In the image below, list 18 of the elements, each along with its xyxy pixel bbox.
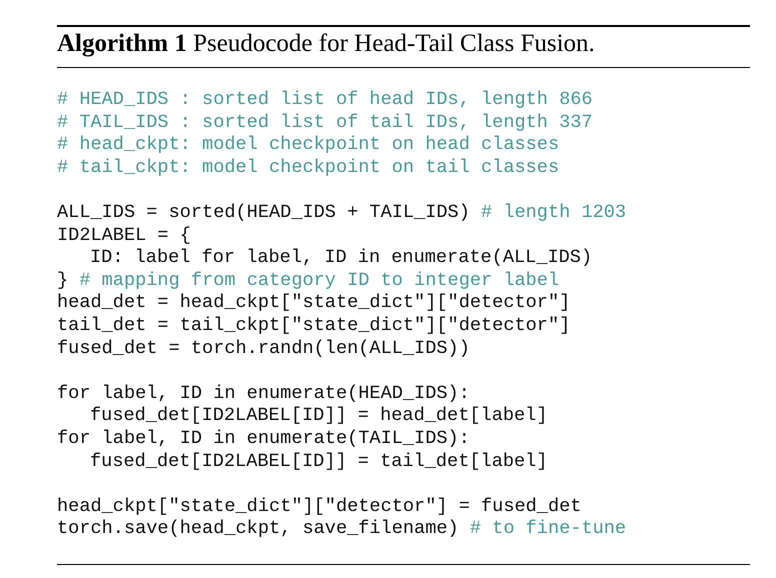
code-line: head_det = head_ckpt["state_dict"]["detector"] — [57, 292, 570, 315]
code-line: ALL_IDS = sorted(HEAD_IDS + TAIL_IDS) # length 1203 — [57, 202, 626, 225]
code-line: fused_det[ID2LABEL[ID]] = tail_det[label] — [90, 450, 548, 474]
code-line: for label, ID in enumerate(HEAD_IDS): — [57, 382, 470, 406]
code-line: } # mapping from category ID to integer label — [57, 270, 560, 292]
code-line: # head_ckpt: model checkpoint on head classes — [57, 134, 560, 157]
code-line: torch.save(head_ckpt, save_filename) # to fine-tune — [57, 518, 626, 541]
code-line: # HEAD_IDS : sorted list of head IDs, length 866 — [57, 89, 593, 112]
code-line: # TAIL_IDS : sorted list of tail IDs, length 337 — [57, 112, 593, 134]
code-line: fused_det[ID2LABEL[ID]] = head_det[label] — [90, 405, 548, 428]
algorithm-title: Algorithm 1 Pseudocode for Head-Tail Class Fusion. — [57, 30, 595, 58]
code-line: # tail_ckpt: model checkpoint on tail classes — [57, 156, 560, 180]
code-line: ID2LABEL = { — [57, 224, 191, 248]
code-line: fused_det = torch.randn(len(ALL_IDS)) — [57, 338, 470, 360]
code-line: for label, ID in enumerate(TAIL_IDS): — [57, 428, 470, 450]
code-line: ID: label for label, ID in enumerate(ALL_IDS) — [90, 247, 592, 270]
code-line: tail_det = tail_ckpt["state_dict"]["detector"] — [57, 314, 570, 338]
code-line: head_ckpt["state_dict"]["detector"] = fused_det — [57, 496, 582, 518]
